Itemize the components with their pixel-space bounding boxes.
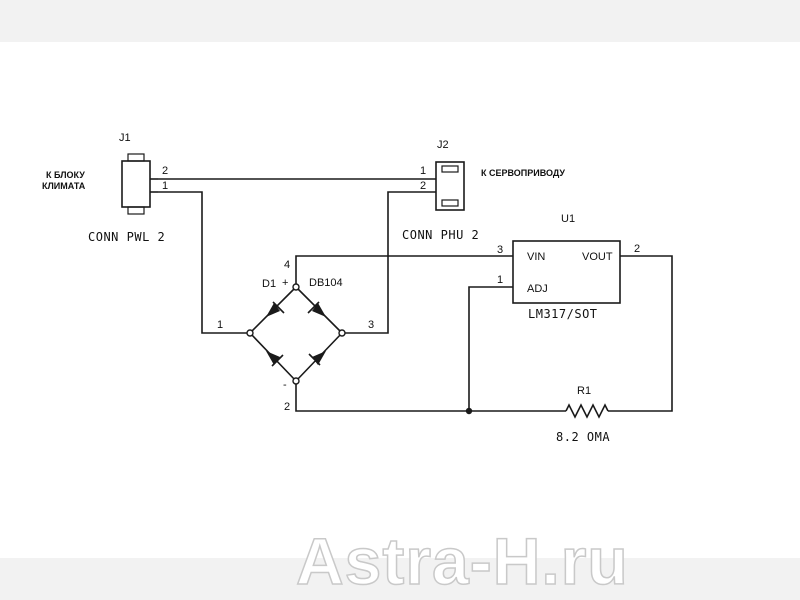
j2-notch-top [441,165,459,173]
diode-icon [266,351,284,367]
j1-value: CONN PWL 2 [88,230,165,244]
j2-connector: J2 1 2 CONN PHU 2 К СЕРВОПРИВОДУ [402,139,565,242]
bottom-band [0,558,800,600]
d1-pin-4: 4 [284,259,290,271]
j2-notch-bottom [441,199,459,207]
d1-pin-2: 2 [284,401,290,413]
diode-icon [266,301,285,317]
d1-minus: - [283,379,287,391]
wire-d1-2-to-r1 [295,381,566,412]
d1-bridge-rectifier: D1 + DB104 - 4 1 3 2 [217,259,374,413]
diode-icon [308,351,326,366]
j1-body [121,160,151,208]
j1-note-line2: КЛИМАТА [42,181,86,191]
wire-j2-2-to-d1-3 [342,191,418,334]
r1-resistor: R1 8.2 ОМА [556,385,610,444]
u1-value: LM317/SOT [528,307,598,321]
wires [158,178,673,415]
d1-pin-3: 3 [368,319,374,331]
top-band [0,0,800,42]
j2-pin-2: 2 [420,180,426,192]
wire-j1-1-to-d1-1 [158,191,250,334]
j1-key-top [127,153,145,162]
diode-icon [307,301,326,317]
j1-note-line1: К БЛОКУ [46,170,85,180]
j2-note: К СЕРВОПРИВОДУ [481,168,565,178]
u1-pin-1: 1 [497,274,503,286]
resistor-icon [565,403,609,419]
d1-ref: D1 [262,278,276,290]
j1-ref: J1 [119,132,131,144]
j2-body [435,161,465,211]
u1-ref: U1 [561,213,575,225]
watermark: Astra-H.ru [295,524,629,598]
wire-adj-to-junction [468,286,513,411]
u1-adj-label: ADJ [527,283,548,295]
j1-pin-1: 1 [162,180,168,192]
d1-plus: + [282,277,288,289]
u1-vin-label: VIN [527,251,545,263]
j2-ref: J2 [437,139,449,151]
j2-pin-1: 1 [420,165,426,177]
d1-value: DB104 [309,277,343,289]
u1-regulator: U1 VIN VOUT ADJ 3 2 1 LM317/SOT [497,213,640,321]
j1-connector: J1 2 1 CONN PWL 2 К БЛОКУ КЛИМАТА [42,132,168,244]
wire-u1-vout-to-r1 [608,255,673,412]
j1-key-bottom [127,206,145,215]
u1-body [512,240,621,304]
d1-pin-1: 1 [217,319,223,331]
u1-pin-3: 3 [497,244,503,256]
wire-d1-4-to-u1-vin [295,255,513,287]
u1-pin-2: 2 [634,243,640,255]
u1-vout-label: VOUT [582,251,613,263]
r1-ref: R1 [577,385,591,397]
r1-value: 8.2 ОМА [556,430,610,444]
junction-dot [465,407,473,415]
j1-pin-2: 2 [162,165,168,177]
j2-value: CONN PHU 2 [402,228,479,242]
